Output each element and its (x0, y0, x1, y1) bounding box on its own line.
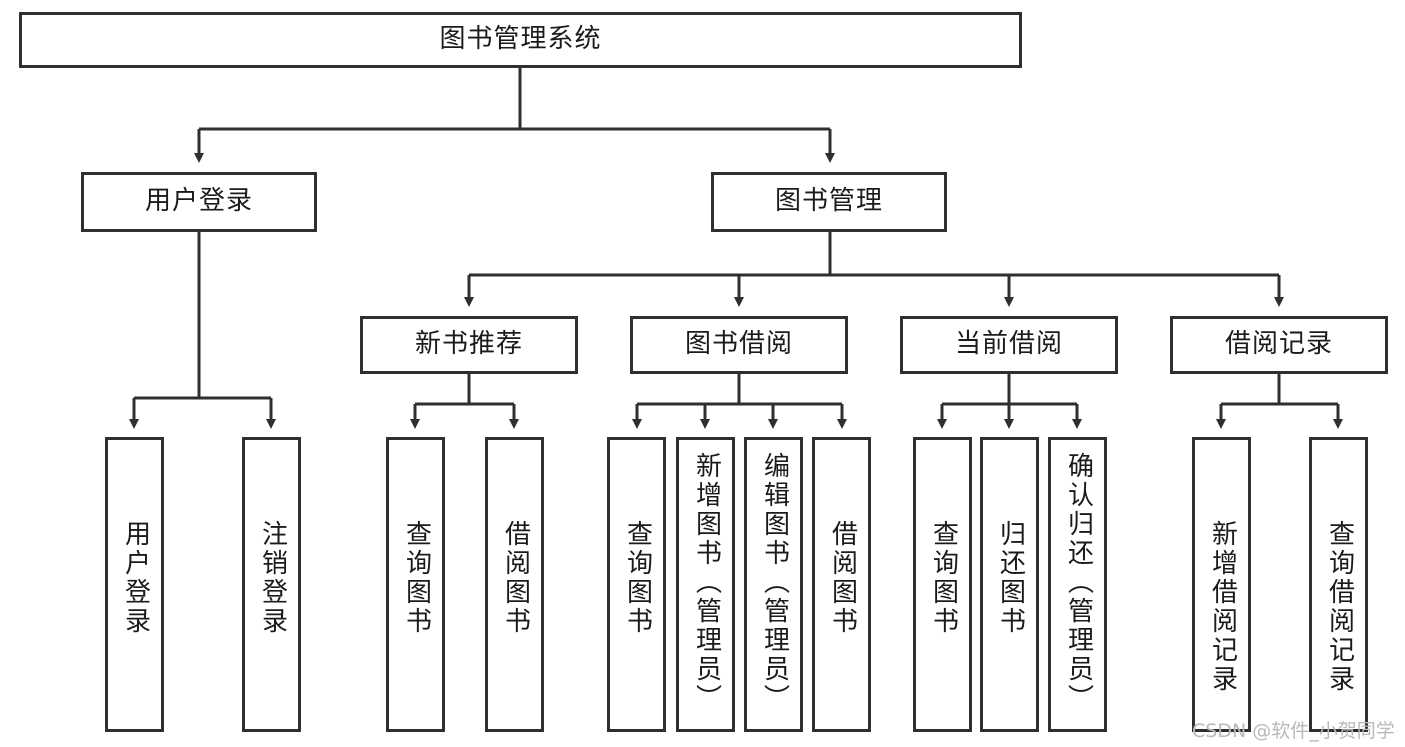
node-book-management[interactable]: 图书管理 (711, 172, 947, 232)
leaf-label: 用户登录 (120, 520, 151, 636)
leaf-user-login-login[interactable]: 用户登录 (105, 437, 164, 732)
node-borrow-record[interactable]: 借阅记录 (1170, 316, 1388, 374)
leaf-current-borrow-confirm-return-admin[interactable]: 确认归还（管理员） (1048, 437, 1107, 732)
node-label: 当前借阅 (954, 329, 1063, 360)
node-new-book-recommend[interactable]: 新书推荐 (360, 316, 578, 374)
node-current-borrow[interactable]: 当前借阅 (900, 316, 1118, 374)
node-label: 借阅记录 (1224, 329, 1333, 360)
leaf-label: 查询图书 (622, 520, 653, 636)
leaf-current-borrow-return-book[interactable]: 归还图书 (980, 437, 1039, 732)
leaf-book-borrow-borrow-book[interactable]: 借阅图书 (812, 437, 871, 732)
leaf-label: 归还图书 (995, 520, 1026, 636)
node-root-book-management-system[interactable]: 图书管理系统 (19, 12, 1022, 68)
leaf-label: 查询图书 (928, 520, 959, 636)
node-label: 用户登录 (144, 186, 253, 217)
node-book-borrow[interactable]: 图书借阅 (630, 316, 848, 374)
node-label: 图书管理 (774, 186, 883, 217)
leaf-label: 编辑图书（管理员） (759, 452, 790, 713)
leaf-book-borrow-query-book[interactable]: 查询图书 (607, 437, 666, 732)
leaf-user-login-logout[interactable]: 注销登录 (242, 437, 301, 732)
leaf-label: 新增借阅记录 (1207, 520, 1238, 694)
node-label: 图书管理系统 (439, 24, 602, 55)
node-label: 新书推荐 (414, 329, 523, 360)
leaf-new-book-borrow-book[interactable]: 借阅图书 (485, 437, 544, 732)
leaf-label: 新增图书（管理员） (691, 452, 722, 713)
node-label: 图书借阅 (684, 329, 793, 360)
node-user-login[interactable]: 用户登录 (81, 172, 317, 232)
leaf-label: 确认归还（管理员） (1063, 452, 1094, 713)
leaf-book-borrow-add-book-admin[interactable]: 新增图书（管理员） (676, 437, 735, 732)
leaf-label: 注销登录 (257, 520, 288, 636)
leaf-borrow-record-query-record[interactable]: 查询借阅记录 (1309, 437, 1368, 732)
leaf-label: 查询借阅记录 (1324, 520, 1355, 694)
leaf-current-borrow-query-book[interactable]: 查询图书 (913, 437, 972, 732)
leaf-label: 借阅图书 (827, 520, 858, 636)
leaf-new-book-query-book[interactable]: 查询图书 (386, 437, 445, 732)
leaf-label: 查询图书 (401, 520, 432, 636)
leaf-borrow-record-add-record[interactable]: 新增借阅记录 (1192, 437, 1251, 732)
leaf-book-borrow-edit-book-admin[interactable]: 编辑图书（管理员） (744, 437, 803, 732)
leaf-label: 借阅图书 (500, 520, 531, 636)
csdn-watermark: CSDN @软件_小贺同学 (1192, 720, 1395, 742)
